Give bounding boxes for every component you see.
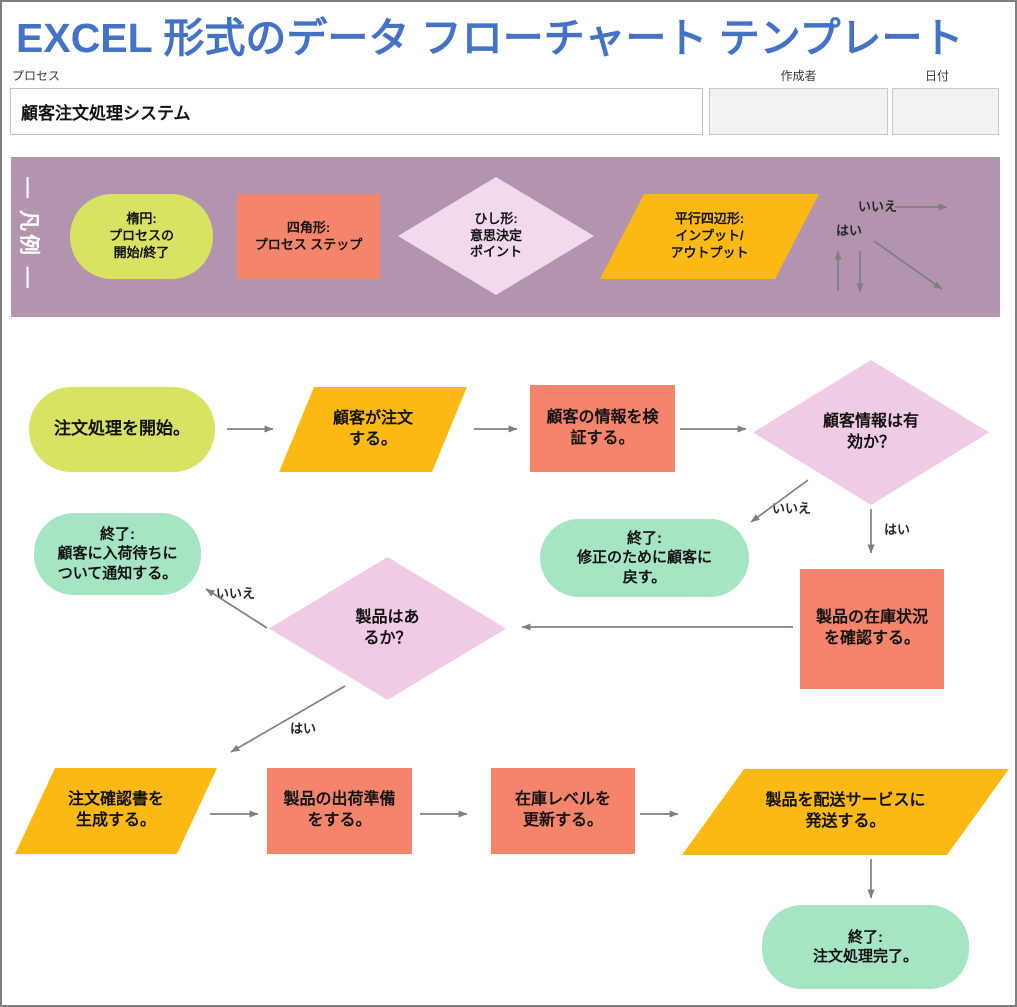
decision2-no-label: いいえ	[216, 586, 256, 601]
flow-node-ship-product-io[interactable]: 製品を配送サービスに 発送する。	[682, 769, 1009, 855]
decision1-no-label: いいえ	[772, 501, 812, 516]
flow-node-verify-info-process[interactable]: 顧客の情報を検 証する。	[530, 385, 675, 472]
legend-rectangle-shape: 四角形: プロセス ステップ	[237, 194, 380, 279]
date-input[interactable]	[892, 88, 999, 135]
process-value: 顧客注文処理システム	[21, 104, 191, 123]
flow-node-info-valid-decision[interactable]: 顧客情報は有 効か？	[753, 360, 989, 505]
flow-node-product-available-decision[interactable]: 製品はあ るか？	[269, 557, 506, 700]
legend-vertical-title: — 凡例 —	[17, 177, 40, 291]
flow-node-check-stock-process[interactable]: 製品の在庫状況 を確認する。	[800, 569, 944, 689]
process-input[interactable]: 顧客注文処理システム	[10, 88, 703, 135]
legend-no-label: いいえ	[858, 199, 898, 214]
flow-node-prepare-shipment-process[interactable]: 製品の出荷準備 をする。	[267, 768, 412, 854]
flow-node-order-confirmation-io[interactable]: 注文確認書を 生成する。	[15, 768, 217, 854]
legend-yes-label: はい	[836, 223, 863, 238]
flow-node-customer-order-io[interactable]: 顧客が注文 する。	[279, 387, 467, 472]
page-title: EXCEL 形式のデータ フローチャート テンプレート	[16, 15, 964, 61]
flow-node-end-complete-terminator[interactable]: 終了: 注文処理完了。	[762, 905, 969, 989]
date-label: 日付	[924, 69, 949, 83]
author-input[interactable]	[709, 88, 888, 135]
legend-ellipse-shape: 楕円: プロセスの 開始/終了	[70, 194, 213, 279]
process-label: プロセス	[12, 69, 61, 83]
decision1-yes-label: はい	[884, 522, 911, 537]
flow-node-end-backorder-terminator[interactable]: 終了: 顧客に入荷待ちに ついて通知する。	[34, 513, 201, 595]
flow-node-update-inventory-process[interactable]: 在庫レベルを 更新する。	[491, 768, 635, 854]
flow-node-start-terminator[interactable]: 注文処理を開始。	[29, 387, 215, 472]
decision2-yes-label: はい	[290, 721, 317, 736]
flow-node-end-return-terminator[interactable]: 終了: 修正のために顧客に 戻す。	[540, 519, 749, 597]
author-label: 作成者	[780, 69, 817, 83]
